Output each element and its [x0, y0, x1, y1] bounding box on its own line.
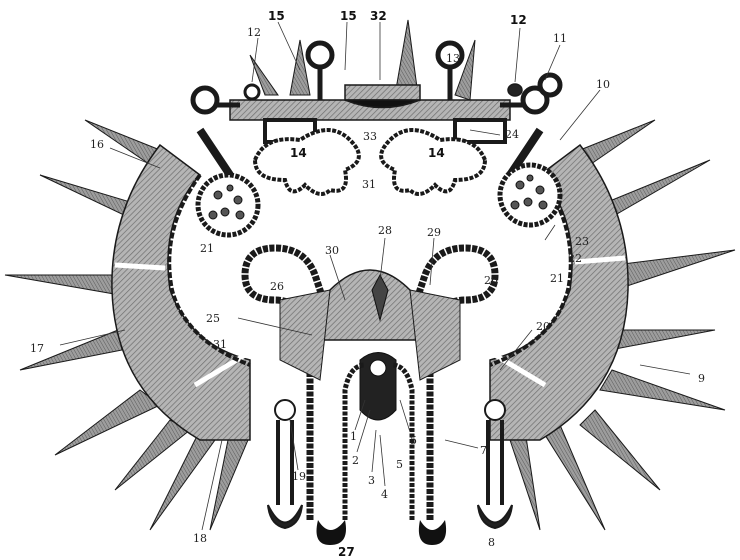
label-5-lower: 5	[396, 458, 403, 471]
label-29: 29	[427, 226, 441, 239]
label-32: 32	[370, 9, 387, 23]
label-16: 16	[90, 138, 104, 151]
label-12-right: 12	[510, 13, 527, 27]
label-22: 22	[568, 252, 582, 265]
label-1: 1	[350, 430, 357, 443]
label-10: 10	[596, 78, 610, 91]
label-20: 20	[536, 320, 550, 333]
label-15-right: 15	[340, 9, 357, 23]
label-28: 28	[378, 224, 392, 237]
label-30: 30	[325, 244, 339, 257]
label-14-left: 14	[290, 146, 307, 160]
label-13: 13	[446, 52, 460, 65]
label-27: 27	[338, 545, 355, 559]
label-25: 25	[206, 312, 220, 325]
label-26-right: 26	[484, 274, 498, 287]
label-15-left: 15	[268, 9, 285, 23]
label-14-right: 14	[428, 146, 445, 160]
label-21-left: 21	[200, 242, 214, 255]
label-11: 11	[553, 32, 567, 45]
label-33: 33	[363, 130, 377, 143]
vesicles	[198, 130, 560, 235]
label-18: 18	[193, 532, 207, 545]
label-17: 17	[30, 342, 44, 355]
label-5-upper: 5	[410, 434, 417, 447]
label-12-left: 12	[247, 26, 261, 39]
label-4: 4	[381, 488, 388, 501]
lower-ampullae	[268, 400, 512, 528]
label-3: 3	[368, 474, 375, 487]
label-21-right: 21	[550, 272, 564, 285]
label-26-left: 26	[270, 280, 284, 293]
label-19: 19	[292, 470, 306, 483]
label-8: 8	[488, 536, 495, 549]
label-2: 2	[352, 454, 359, 467]
label-31-left: 31	[213, 338, 227, 351]
label-9: 9	[698, 372, 705, 385]
label-31-top: 31	[362, 178, 376, 191]
label-7: 7	[480, 444, 487, 457]
label-24: 24	[505, 128, 519, 141]
label-23: 23	[575, 235, 589, 248]
